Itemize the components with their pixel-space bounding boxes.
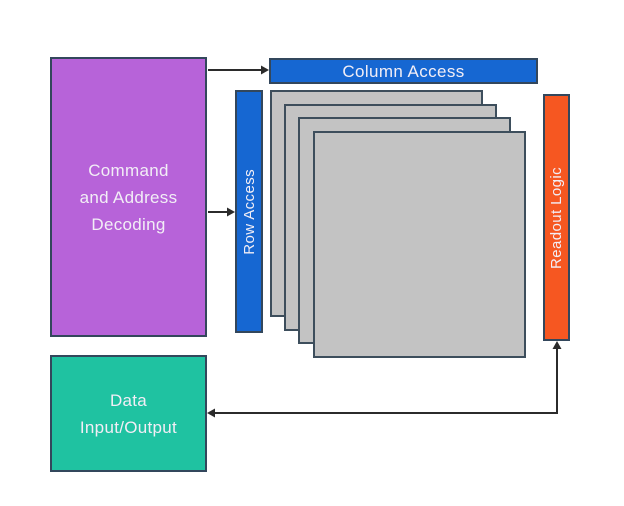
command-label-line2: and Address <box>79 187 178 207</box>
command-address-decoding-block: Command and Address Decoding <box>50 57 207 337</box>
column-access-block: Column Access <box>269 58 538 84</box>
command-address-decoding-label: Command and Address Decoding <box>80 157 178 238</box>
data-input-output-block: Data Input/Output <box>50 355 207 472</box>
column-access-label: Column Access <box>342 61 465 81</box>
arrowhead-up-readout-logic <box>552 341 562 349</box>
row-access-label: Row Access <box>240 168 258 255</box>
arrowhead-right-row-access <box>227 207 235 217</box>
command-label-line3: Decoding <box>91 214 166 234</box>
row-access-block: Row Access <box>235 90 263 333</box>
command-label-line1: Command <box>88 160 169 180</box>
readout-logic-label: Readout Logic <box>548 166 565 269</box>
data-io-label-line1: Data <box>109 390 148 410</box>
memory-array-layer-4 <box>313 131 526 358</box>
arrowhead-right-column-access <box>261 65 269 75</box>
arrow-readout-to-data-io <box>215 349 558 414</box>
data-io-label: Data Input/Output <box>80 387 177 441</box>
data-io-label-line2: Input/Output <box>79 417 178 437</box>
arrowhead-left-data-io <box>207 408 215 418</box>
readout-logic-block: Readout Logic <box>543 94 570 341</box>
